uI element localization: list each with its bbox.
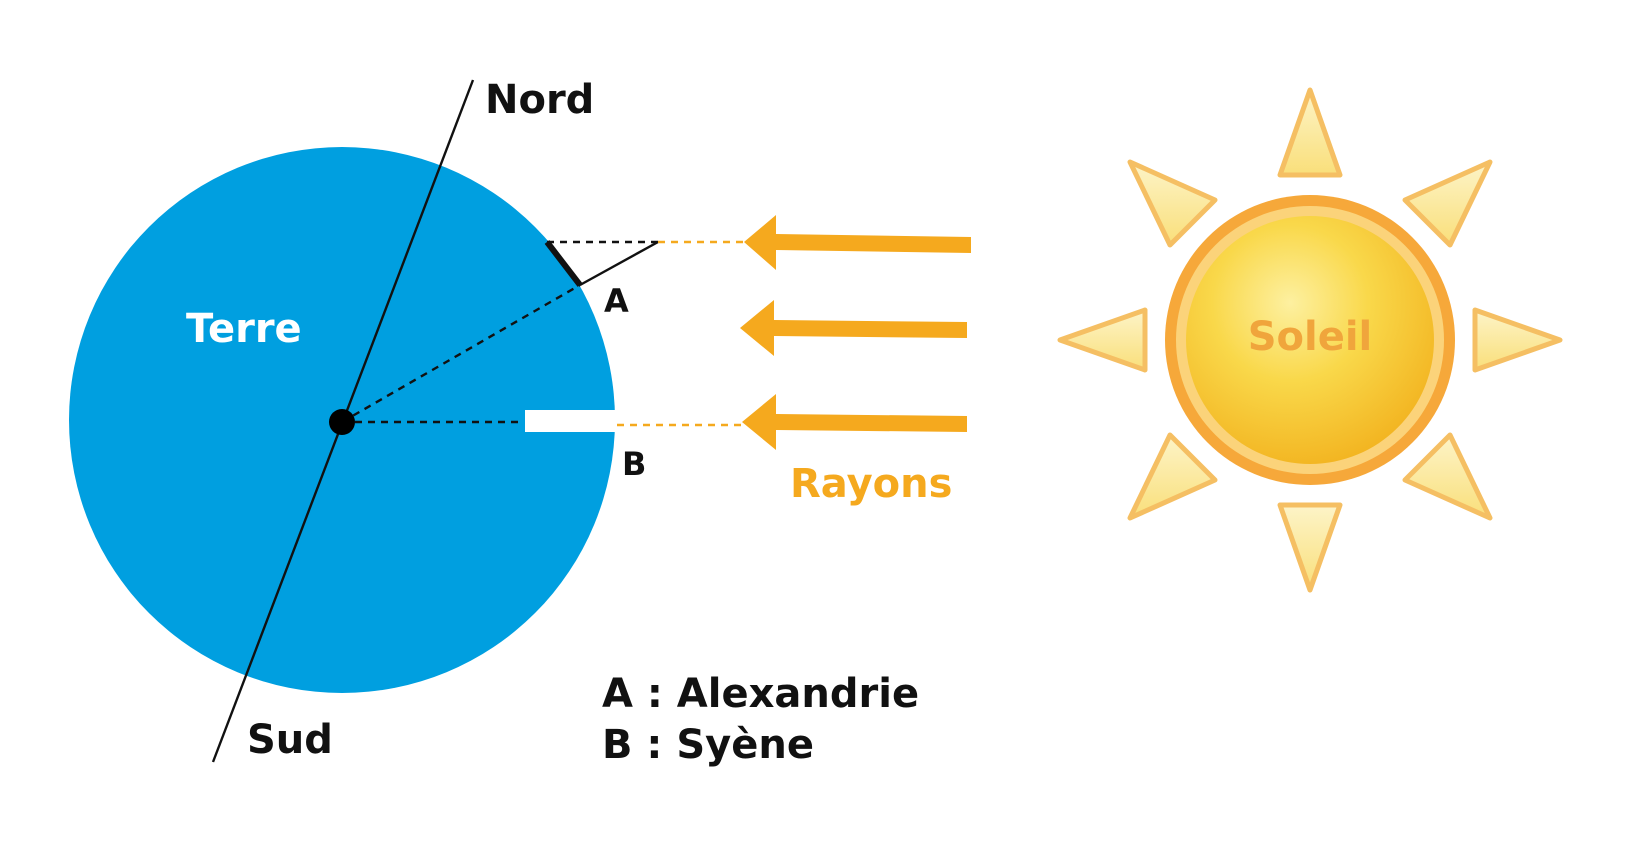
radius-to-a — [341, 283, 581, 424]
ray-arrow-2 — [740, 300, 967, 356]
sun-core — [1186, 216, 1434, 464]
gnomon-alexandrie — [544, 240, 583, 287]
ray-arrow-1 — [744, 215, 971, 270]
earth — [69, 79, 659, 763]
label-terre: Terre — [186, 306, 302, 352]
label-sud: Sud — [247, 717, 333, 763]
label-point-b: B — [622, 445, 646, 483]
label-point-a: A — [604, 282, 629, 320]
legend-alexandrie: A : Alexandrie — [602, 671, 919, 717]
angle-line-a — [579, 240, 659, 287]
sun — [1057, 87, 1563, 593]
earth-center — [329, 409, 355, 435]
syene-well — [525, 410, 617, 432]
ray-arrow-3 — [742, 394, 967, 450]
label-soleil: Soleil — [1248, 314, 1373, 360]
sun-spikes — [1057, 87, 1563, 593]
sun-rays — [617, 215, 971, 450]
label-nord: Nord — [485, 77, 594, 123]
legend-syene: B : Syène — [602, 722, 814, 768]
label-rayons: Rayons — [790, 461, 952, 507]
